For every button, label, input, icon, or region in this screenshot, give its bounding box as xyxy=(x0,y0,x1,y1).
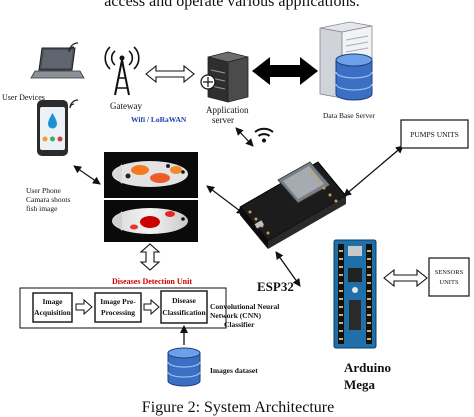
label-pumps-units: PUMPS UNITS xyxy=(410,130,459,139)
fish-image-bottom xyxy=(104,200,198,242)
wifi-icon xyxy=(254,127,274,143)
fish-image-top xyxy=(104,152,198,198)
label-arduino-mega: Mega xyxy=(344,377,376,392)
wifi-icon xyxy=(68,42,79,53)
laptop-icon xyxy=(30,47,85,79)
label-esp32: ESP32 xyxy=(257,279,294,294)
label-cnn-line1: Convolutional Neural xyxy=(210,302,279,311)
pipeline-frame xyxy=(19,287,227,329)
label-diseases-detection-unit: Diseases Detection Unit xyxy=(112,277,192,286)
label-sensors-units: UNITS xyxy=(439,279,459,286)
pumps-units-box: PUMPS UNITS xyxy=(400,119,469,149)
label-user-phone-fish: fish image xyxy=(26,204,58,213)
pipeline-preprocessing-line2: Processing xyxy=(101,308,135,317)
top-caption: access and operate various applications. xyxy=(104,0,359,10)
label-user-phone-camera: Camara shoots xyxy=(26,195,70,204)
arrow-esp32-arduino xyxy=(275,251,301,287)
database-server-icon xyxy=(319,21,373,101)
arrow-fish-esp32 xyxy=(206,185,245,215)
pipeline-box-acquisition: Image Acquisition xyxy=(32,292,73,323)
esp32-board-icon xyxy=(239,161,347,249)
label-application: Application xyxy=(206,105,249,115)
arrow-server-wifi xyxy=(235,127,254,147)
application-server-icon xyxy=(200,51,249,103)
arrow-preprocessing-classification xyxy=(143,298,160,316)
figure-caption: Figure 2: System Architecture xyxy=(142,399,334,416)
arrow-phone-fish xyxy=(73,165,101,185)
label-images-dataset: Images dataset xyxy=(210,366,258,375)
pipeline-preprocessing-line1: Image Pre- xyxy=(100,297,136,306)
sensors-units-box: SENSORS UNITS xyxy=(428,257,470,297)
pipeline-acquisition-line2: Acquisition xyxy=(34,308,72,317)
dataset-icon xyxy=(167,347,201,387)
pipeline-box-preprocessing: Image Pre- Processing xyxy=(94,292,142,323)
arrow-acquisition-preprocessing xyxy=(75,298,93,316)
label-arduino: Arduino xyxy=(344,360,391,375)
label-gateway: Gateway xyxy=(110,101,142,111)
arrow-server-database xyxy=(252,57,318,85)
pipeline-box-classification: Disease Classification xyxy=(160,290,208,324)
label-sensors: SENSORS xyxy=(435,269,464,276)
label-cnn-line3: Classifier xyxy=(224,320,255,329)
label-user-phone: User Phone xyxy=(26,186,61,195)
arrow-gateway-server xyxy=(145,64,195,84)
label-cnn-line2: Network (CNN) xyxy=(210,311,262,320)
label-wifi-lorawan: Wifi / LoRaWAN xyxy=(131,115,187,124)
arduino-mega-icon xyxy=(333,239,377,349)
label-user-devices: User Devices xyxy=(2,93,45,102)
arrow-esp32-pumps xyxy=(343,145,404,197)
pipeline-classification-line1: Disease xyxy=(172,296,196,305)
pipeline-acquisition-line1: Image xyxy=(43,297,64,306)
arrow-fish-disease-unit xyxy=(139,243,161,271)
smartphone-icon xyxy=(37,100,68,156)
pipeline-classification-line2: Classification xyxy=(162,308,206,317)
label-database-server: Data Base Server xyxy=(323,111,376,120)
label-server: server xyxy=(212,115,234,125)
wifi-icon xyxy=(69,99,79,109)
arrow-arduino-sensors xyxy=(383,268,428,288)
gateway-antenna-icon xyxy=(104,46,140,96)
